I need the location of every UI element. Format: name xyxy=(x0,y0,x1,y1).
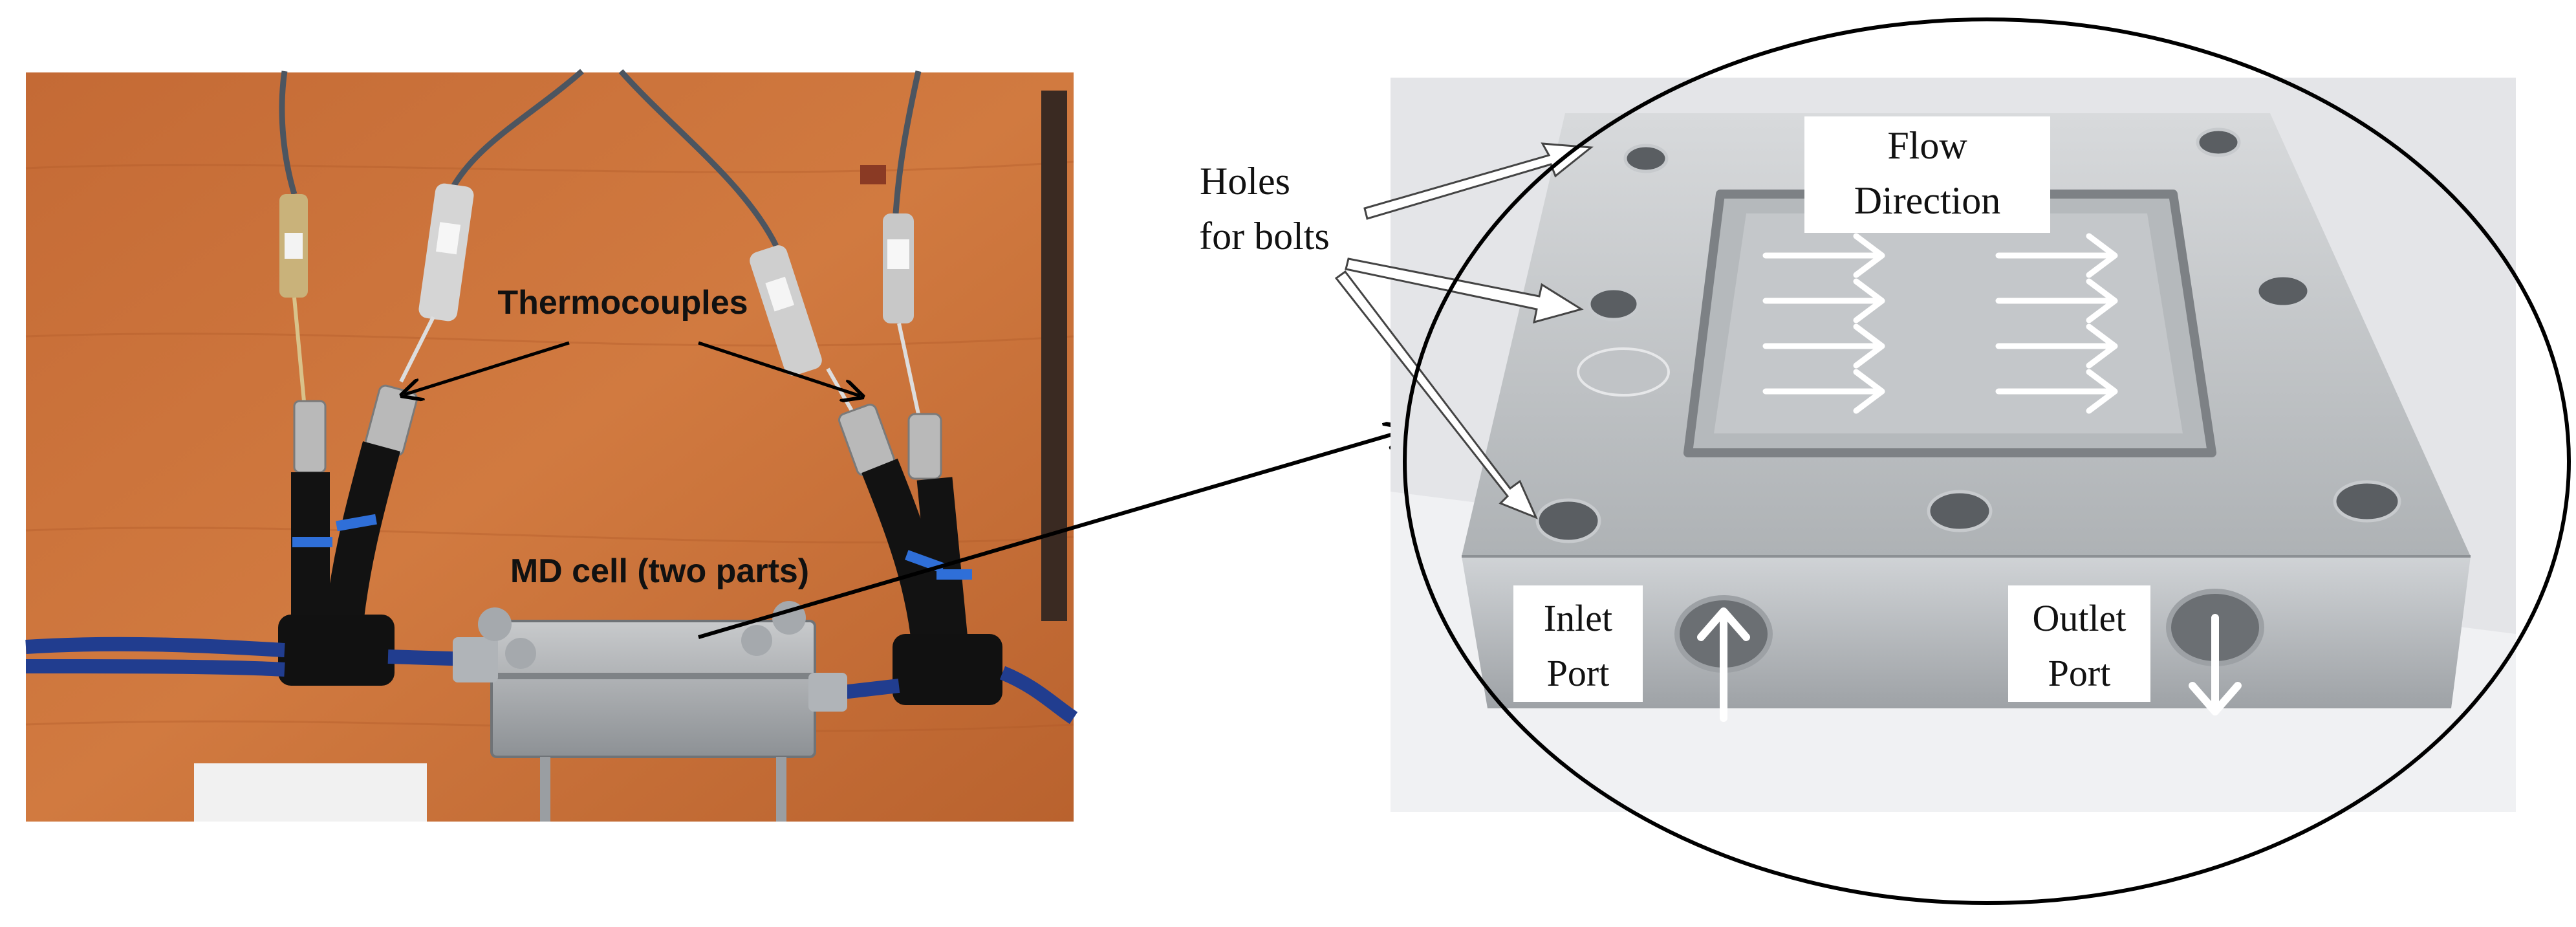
thermocouple-arrow-left xyxy=(404,341,570,395)
flow-arrows-left xyxy=(1762,233,1885,414)
flow-arrows-right xyxy=(1995,233,2118,414)
bolt-holes xyxy=(1535,127,2401,543)
tube-fittings-left xyxy=(278,441,400,686)
bolt-hole xyxy=(1587,287,1640,322)
holes-label-line2: for bolts xyxy=(1199,215,1330,257)
inlet-arrow xyxy=(1697,607,1750,722)
bolt-hole xyxy=(2333,480,2401,523)
thermocouples-label: Thermocouples xyxy=(497,284,748,322)
outlet-arrow xyxy=(2189,614,2242,715)
holes-arrow-top xyxy=(1363,142,1594,220)
inlet-port-box xyxy=(1513,585,1643,702)
tube-fittings-right xyxy=(861,458,1002,705)
thermocouple-wires xyxy=(279,69,922,248)
thermocouple-probe-1 xyxy=(279,194,308,402)
holes-pointer-arrows xyxy=(1334,142,1594,519)
outlet-port-box xyxy=(2008,585,2150,702)
thermocouple-probe-2 xyxy=(399,183,474,383)
bolt-hole xyxy=(1535,498,1601,543)
flow-label-line1: Flow xyxy=(1887,124,1967,167)
flow-direction-box xyxy=(1804,116,2050,233)
thermocouple-arrow-right xyxy=(698,341,860,396)
outlet-label-line2: Port xyxy=(2048,652,2111,694)
shallow-recess xyxy=(1577,347,1670,397)
thermocouple-probe-4 xyxy=(860,165,920,415)
holes-label-line1: Holes xyxy=(1200,160,1290,202)
stand-post xyxy=(1041,91,1067,621)
holes-arrow-bottom xyxy=(1334,270,1538,519)
left-photo: Thermocouples MD cell (two parts) xyxy=(25,69,1078,822)
flow-label-line2: Direction xyxy=(1854,179,2001,222)
holes-arrow-middle xyxy=(1345,257,1584,324)
bolt-hole xyxy=(2196,127,2241,157)
right-photo: Flow Direction Inlet Port Outlet Port xyxy=(1391,78,2516,812)
flow-channel-floor xyxy=(1714,213,2183,433)
outlet-label-line1: Outlet xyxy=(2033,597,2127,639)
md-cell xyxy=(194,601,847,822)
md-cell-label: MD cell (two parts) xyxy=(510,552,809,590)
inlet-label-line2: Port xyxy=(1547,652,1610,694)
zoom-ellipse xyxy=(1403,17,2571,905)
inlet-label-line1: Inlet xyxy=(1544,597,1612,639)
bolt-hole xyxy=(2255,274,2311,309)
bolt-hole xyxy=(1927,490,1993,532)
bolt-hole xyxy=(1623,144,1669,173)
zoom-connector-arrow xyxy=(698,430,1407,639)
